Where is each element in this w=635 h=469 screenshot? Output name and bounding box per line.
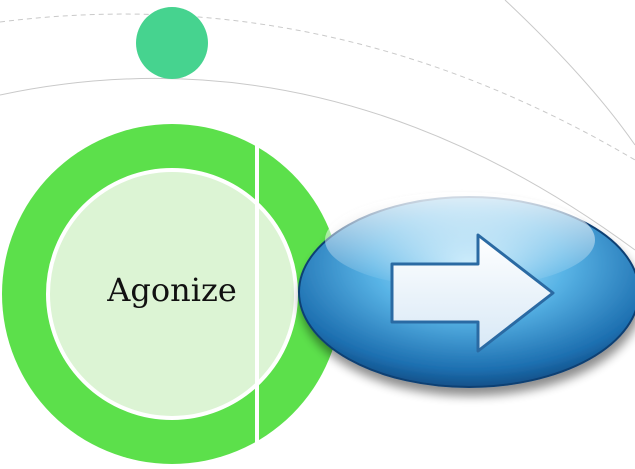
background-arc-right-solid xyxy=(504,0,635,146)
right-arrow-button[interactable] xyxy=(298,192,635,388)
background-arc-dashed-outer xyxy=(0,13,635,161)
inner-circle xyxy=(46,168,298,420)
background-arc-solid xyxy=(0,77,635,251)
right-arrow-icon xyxy=(390,233,555,353)
green-dot-icon xyxy=(136,7,208,79)
node-label: Agonize xyxy=(107,271,237,309)
